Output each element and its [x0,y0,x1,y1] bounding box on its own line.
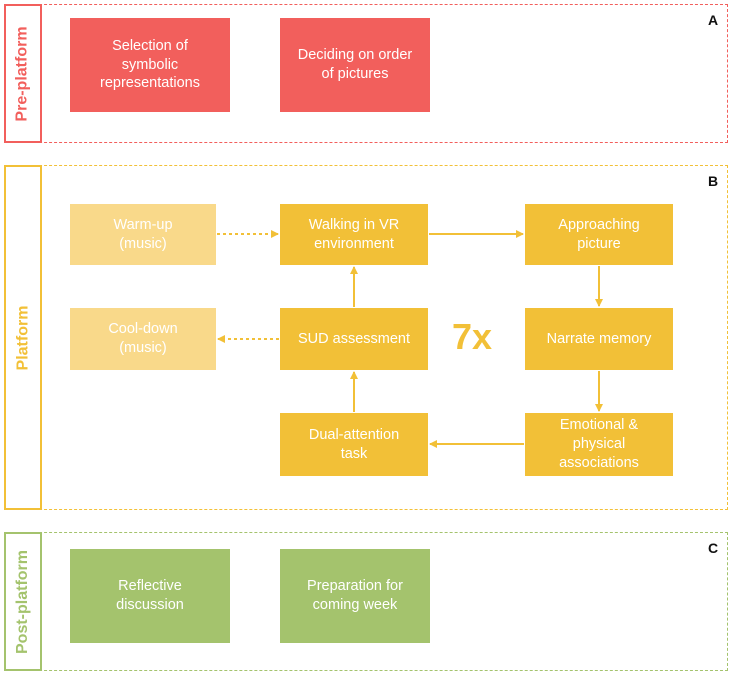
platform-tab: Platform [4,165,42,510]
panel-letter-b: B [708,173,719,189]
repeat-count: 7x [452,316,493,357]
post-platform-tab: Post-platform [4,532,42,671]
dual-attention-box: Dual-attention task [280,413,428,476]
cooldown-box: Cool-down (music) [70,308,216,370]
narrate-memory-box: Narrate memory [525,308,673,370]
pre-platform-tab: Pre-platform [4,4,42,143]
sud-assessment-box: SUD assessment [280,308,428,370]
selection-box: Selection of symbolic representations [70,18,230,112]
deciding-order-box: Deciding on order of pictures [280,18,430,112]
emotional-physical-box: Emotional & physical associations [525,413,673,476]
approaching-box: Approaching picture [525,204,673,265]
panel-letter-a: A [708,12,719,28]
reflective-discussion-box: Reflective discussion [70,549,230,643]
walking-box: Walking in VR environment [280,204,428,265]
preparation-box: Preparation for coming week [280,549,430,643]
panel-letter-c: C [708,540,719,556]
warmup-box: Warm-up (music) [70,204,216,265]
post-platform-label: Post-platform [14,549,31,654]
